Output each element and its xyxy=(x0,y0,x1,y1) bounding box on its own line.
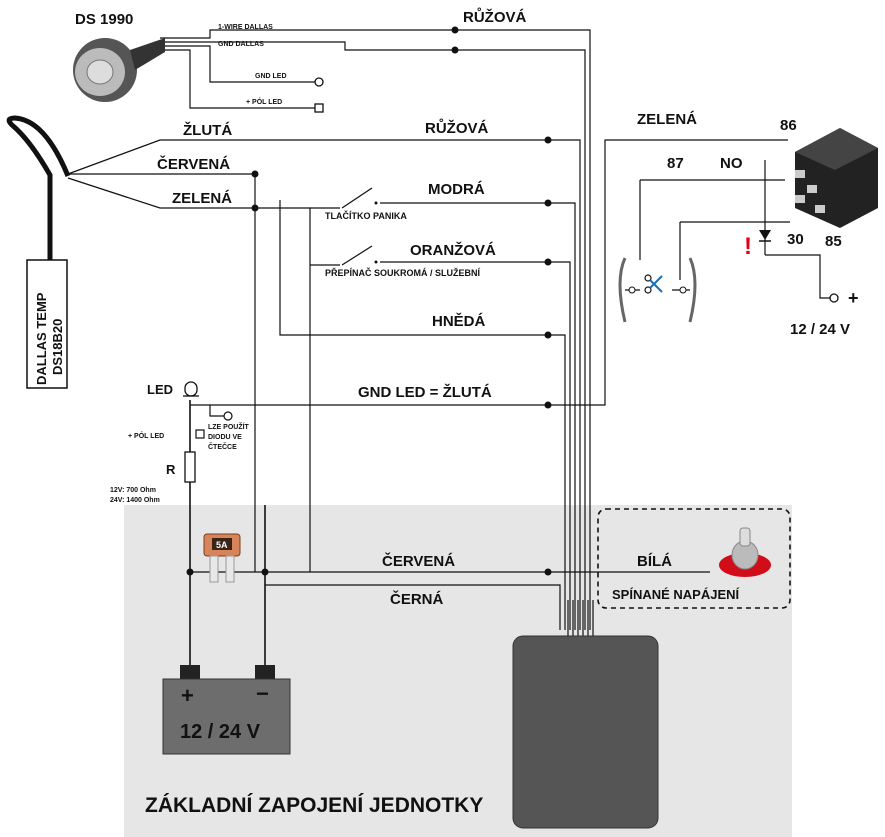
label-bila: BÍLÁ xyxy=(637,553,672,570)
led-note-2: DIODU VE xyxy=(208,434,242,441)
resistor-label: R xyxy=(166,462,176,477)
reader-wire2: GND DALLAS xyxy=(218,41,264,48)
cut-bracket-right xyxy=(688,257,697,323)
battery-plus: + xyxy=(181,683,194,708)
label-cervena: ČERVENÁ xyxy=(157,155,230,173)
switch-panic-label: TLAČÍTKO PANIKA xyxy=(325,210,407,221)
sensor-cable xyxy=(6,115,71,260)
label-cerna: ČERNÁ xyxy=(390,590,444,608)
diagram-title: ZÁKLADNÍ ZAPOJENÍ JEDNOTKY xyxy=(145,794,483,817)
label-modra: MODRÁ xyxy=(428,181,485,198)
resistor-12v: 12V: 700 Ohm xyxy=(110,487,156,494)
label-zluta: ŽLUTÁ xyxy=(183,121,232,139)
led-note-3: ČTEČCE xyxy=(208,442,237,451)
junctions xyxy=(186,26,552,576)
label-oranzova: ORANŽOVÁ xyxy=(410,241,496,259)
ignition-key-icon xyxy=(719,527,771,577)
battery-voltage: 12 / 24 V xyxy=(180,721,261,743)
led-note-1: LZE POUŽÍT xyxy=(208,422,250,431)
led-icon xyxy=(183,381,199,397)
relay-plus: + xyxy=(848,288,859,308)
led-label: LED xyxy=(147,382,173,397)
relay-plus-terminal xyxy=(829,293,839,303)
relay-86: 86 xyxy=(780,117,797,134)
led-gnd-terminal xyxy=(223,411,233,421)
fuse-icon xyxy=(203,533,241,583)
scissors-icon xyxy=(644,274,663,294)
label-hneda: HNĚDÁ xyxy=(432,312,486,330)
battery-minus: − xyxy=(256,681,269,706)
relay-no: NO xyxy=(720,155,743,172)
label-cervena-power: ČERVENÁ xyxy=(382,552,455,570)
fuse-label: 5A xyxy=(216,540,228,550)
led-plus-label: + PÓL LED xyxy=(128,431,164,440)
label-zelena: ZELENÁ xyxy=(172,190,232,207)
label-ruzova-top: RŮŽOVÁ xyxy=(463,7,527,26)
ignition-label: SPÍNANÉ NAPÁJENÍ xyxy=(612,587,740,602)
relay-87: 87 xyxy=(667,155,684,172)
resistor-24v: 24V: 1400 Ohm xyxy=(110,497,160,504)
reader-name: DS 1990 xyxy=(75,11,133,28)
label-gnd-led: GND LED = ŽLUTÁ xyxy=(358,383,492,401)
private-switch-icon xyxy=(341,245,378,266)
relay-icon xyxy=(795,128,878,228)
ignition-box xyxy=(597,508,791,609)
battery-icon xyxy=(162,665,291,755)
ds1990-reader-icon xyxy=(73,38,165,102)
led-plus-terminal xyxy=(195,429,205,439)
reader-wire1: 1-WIRE DALLAS xyxy=(218,24,273,31)
cut-bracket-left xyxy=(618,257,627,323)
diode-icon xyxy=(759,230,771,242)
sensor-line1: DALLAS TEMP xyxy=(34,292,49,385)
relay-voltage: 12 / 24 V xyxy=(790,321,850,338)
switch-private-label: PŘEPÍNAČ SOUKROMÁ / SLUŽEBNÍ xyxy=(325,267,481,278)
reader-gnd-led: GND LED xyxy=(255,73,287,80)
relay-30: 30 xyxy=(787,231,804,248)
resistor-icon xyxy=(184,451,196,483)
panic-switch-icon xyxy=(341,187,378,209)
unit-area xyxy=(124,505,792,837)
warning-mark: ! xyxy=(744,233,752,260)
label-ruzova: RŮŽOVÁ xyxy=(425,118,489,137)
wires xyxy=(67,29,830,675)
gnd-led-terminal xyxy=(314,77,324,87)
plus-led-terminal xyxy=(314,103,324,113)
sensor-box xyxy=(26,259,68,389)
control-unit xyxy=(512,635,659,829)
label-zelena-relay: ZELENÁ xyxy=(637,111,697,128)
reader-plus-led: + PÓL LED xyxy=(246,97,282,106)
sensor-line2: DS18B20 xyxy=(50,319,65,375)
relay-85: 85 xyxy=(825,233,842,250)
